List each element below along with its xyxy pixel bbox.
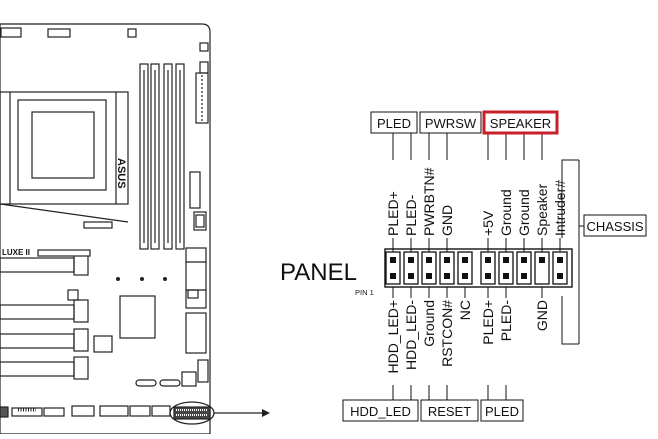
pin — [444, 257, 450, 263]
bottom-group-box — [420, 399, 479, 422]
pin — [557, 257, 563, 263]
top-group-box — [482, 110, 559, 135]
pointer-arrow — [214, 409, 270, 417]
top-pin-label: +5V — [480, 210, 496, 236]
top-pin-label: GND — [439, 205, 455, 236]
top-connector — [47, 28, 71, 38]
pin-column — [421, 251, 437, 285]
bottom-pin-label: Ground — [421, 300, 437, 347]
ram-slot — [163, 63, 173, 250]
m2-slot — [83, 221, 113, 229]
pin-column — [480, 251, 496, 285]
motherboard: ASUS LUXE II — [0, 23, 215, 435]
pin — [426, 273, 432, 279]
top-group-label: PLED — [377, 116, 411, 131]
pin-column — [552, 251, 568, 285]
pin — [462, 273, 468, 279]
svg-text:LUXE II: LUXE II — [2, 248, 30, 257]
sata-port — [189, 171, 201, 209]
chassis-label: CHASSIS — [586, 219, 643, 234]
pin-column — [534, 251, 550, 285]
pin1-label: PIN 1 — [355, 288, 374, 297]
bottom-pin-label: NC — [457, 300, 473, 320]
chipset — [119, 295, 156, 339]
usb-header — [193, 211, 207, 231]
cpu-die — [31, 111, 95, 179]
bottom-group-label: RESET — [428, 404, 471, 419]
header-pins — [385, 251, 568, 285]
cpu-socket — [0, 91, 129, 205]
bottom-group-label: PLED — [485, 404, 519, 419]
pin — [390, 257, 396, 263]
ram-slot — [175, 63, 185, 250]
top-pin-label: Ground — [516, 189, 532, 236]
pin — [521, 257, 527, 263]
pin-column — [403, 251, 419, 285]
top-connector — [127, 28, 137, 38]
bottom-pin-label: PLED+ — [480, 300, 496, 345]
top-connector — [0, 27, 22, 38]
bottom-group-boxes: HDD_LED RESET PLED — [342, 385, 524, 422]
panel-header-onboard — [173, 406, 211, 420]
top-pin-label: PWRBTN# — [421, 167, 437, 236]
top-group-box — [370, 111, 418, 134]
chassis-bracket — [561, 159, 584, 345]
top-group-label: SPEAKER — [490, 116, 551, 131]
pin — [485, 257, 491, 263]
bottom-pin-label: HDD_LED- — [403, 300, 419, 370]
pin — [485, 273, 491, 279]
top-group-boxes: PLED PWRSW SPEAKER — [370, 110, 559, 160]
bottom-pin-label: HDD_LED+ — [385, 300, 401, 374]
top-pin-label: Ground — [498, 189, 514, 236]
pin-column — [516, 251, 532, 285]
pin-column — [457, 251, 473, 285]
pin — [444, 273, 450, 279]
pin — [503, 257, 509, 263]
top-pin-label: PLED+ — [385, 191, 401, 236]
pin — [408, 273, 414, 279]
heatsink — [185, 247, 207, 309]
asus-logo: ASUS — [115, 158, 127, 189]
top-pin-label: PLED- — [403, 194, 419, 236]
board-outline — [0, 23, 211, 435]
cpu-socket-inner — [17, 99, 107, 191]
pcie-slots — [0, 252, 89, 380]
pin — [408, 257, 414, 263]
edge-connector — [199, 42, 209, 52]
svg-text:ASUS: ASUS — [115, 158, 127, 189]
pin — [503, 273, 509, 279]
bottom-pin-label: GND — [534, 300, 550, 331]
ram-slot — [139, 63, 149, 250]
pin — [557, 273, 563, 279]
ram-slot — [150, 63, 160, 250]
chassis-box — [583, 214, 647, 237]
pin — [390, 273, 396, 279]
atx-power — [195, 72, 209, 124]
bottom-group-box — [342, 399, 419, 422]
pin — [539, 257, 545, 263]
bottom-group-box — [480, 399, 524, 422]
pin — [426, 257, 432, 263]
pin — [462, 257, 468, 263]
bottom-pin-label: PLED- — [498, 300, 514, 342]
pin — [521, 273, 527, 279]
top-group-label: PWRSW — [425, 116, 477, 131]
header-title: PANEL — [280, 259, 357, 286]
pin-column — [498, 251, 514, 285]
pin-column — [439, 251, 455, 285]
header-body — [384, 248, 573, 288]
top-pin-label: Intruder# — [552, 180, 568, 236]
top-pin-label: Speaker — [534, 184, 550, 236]
top-group-box — [419, 111, 482, 134]
bottom-group-label: HDD_LED — [350, 404, 411, 419]
pin-column — [385, 251, 401, 285]
bottom-pin-label: RSTCON# — [439, 300, 455, 367]
